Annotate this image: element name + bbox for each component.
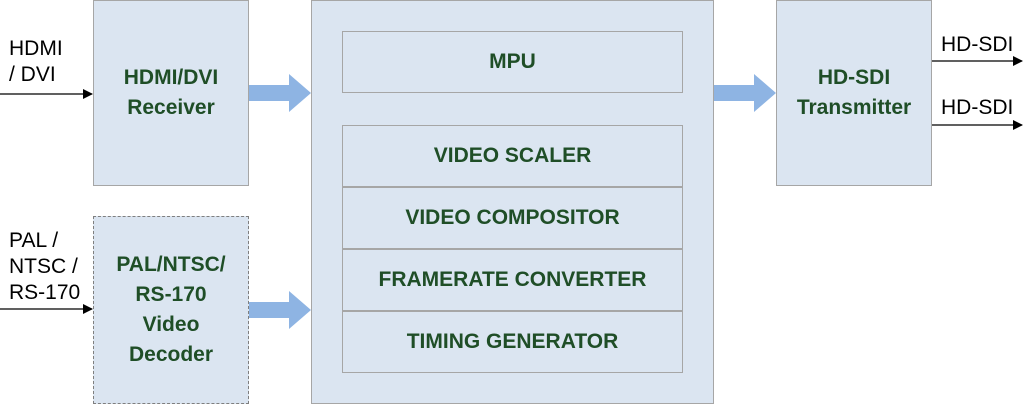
framerate-converter-block: FRAMERATE CONVERTER — [342, 249, 683, 311]
timing-generator-block: TIMING GENERATOR — [342, 311, 683, 373]
mpu-block: MPU — [342, 31, 683, 93]
core-to-transmitter-arrow — [714, 74, 776, 112]
hdsdi-transmitter-block: HD-SDI Transmitter — [776, 0, 932, 186]
receiver-to-core-arrow — [249, 74, 311, 112]
hdmi-input-label: HDMI / DVI — [9, 37, 63, 86]
hdsdi-output-label-1: HD-SDI — [941, 33, 1014, 56]
hdsdi-output-label-2: HD-SDI — [941, 96, 1014, 119]
video-compositor-block: VIDEO COMPOSITOR — [342, 187, 683, 249]
decoder-to-core-arrow — [249, 291, 311, 329]
analog-input-label: PAL / NTSC / RS-170 — [9, 229, 81, 304]
video-scaler-block: VIDEO SCALER — [342, 125, 683, 187]
hdmi-dvi-receiver-block: HDMI/DVI Receiver — [93, 0, 249, 186]
video-decoder-block: PAL/NTSC/ RS-170 Video Decoder — [93, 216, 249, 404]
